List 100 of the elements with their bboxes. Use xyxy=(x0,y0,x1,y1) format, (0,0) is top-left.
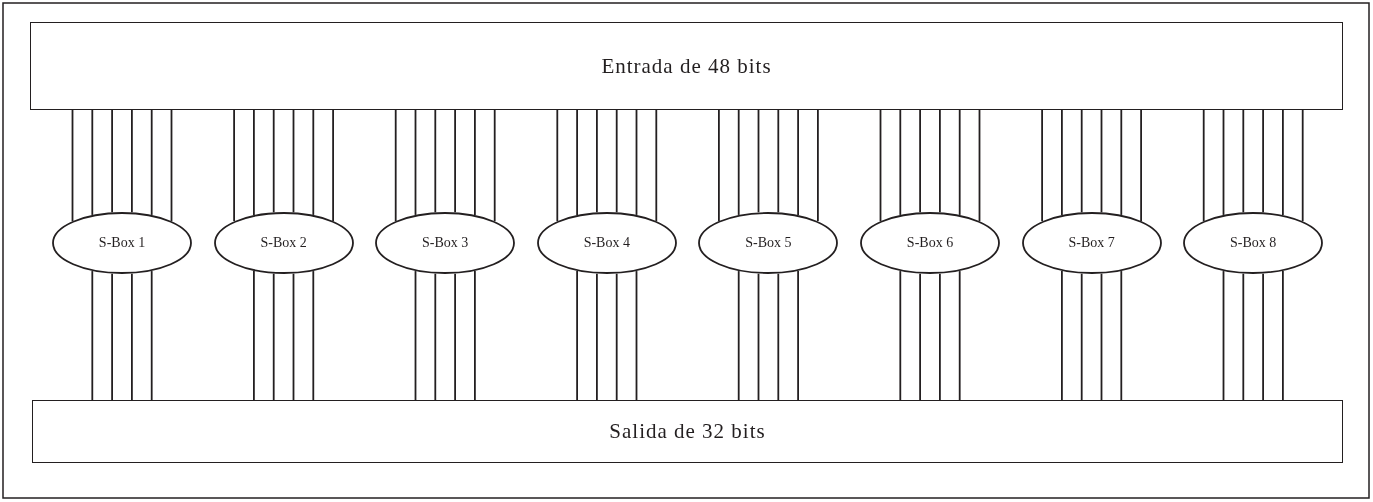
connector-line xyxy=(150,109,153,216)
node-label: S-Box 8 xyxy=(1230,235,1277,251)
connector-line xyxy=(474,270,476,401)
connector-line xyxy=(655,109,658,222)
bus-box xyxy=(32,400,1343,463)
node-label: Entrada de 48 bits xyxy=(601,53,772,79)
node-label: S-Box 5 xyxy=(745,235,792,251)
connector-line xyxy=(434,109,437,214)
connector-line xyxy=(91,270,94,401)
s-box-ellipse xyxy=(536,212,677,274)
connector-line xyxy=(493,109,496,222)
connector-line xyxy=(556,109,559,222)
connector-line xyxy=(777,272,780,401)
connector-line xyxy=(292,109,295,214)
connector-line xyxy=(737,270,740,401)
s-box-ellipse xyxy=(375,212,516,274)
connector-line xyxy=(1100,109,1103,214)
connector-line xyxy=(454,272,456,401)
connector-line xyxy=(454,109,456,214)
connector-line xyxy=(1140,109,1142,222)
connector-line xyxy=(919,272,921,401)
node-label: S-Box 7 xyxy=(1068,235,1115,251)
connector-line xyxy=(394,109,397,222)
s-box-ellipse xyxy=(52,212,192,274)
connector-line xyxy=(91,109,94,216)
node-label: S-Box 4 xyxy=(583,235,630,251)
connector-line xyxy=(596,272,598,401)
connector-line xyxy=(797,270,799,401)
connector-line xyxy=(615,272,618,401)
connector-line xyxy=(919,109,921,214)
connector-line xyxy=(272,109,275,214)
connector-line xyxy=(1282,270,1284,401)
connector-line xyxy=(1061,109,1063,216)
connector-line xyxy=(131,109,133,214)
connector-line xyxy=(233,109,235,222)
connector-line xyxy=(312,109,315,216)
connector-line xyxy=(1222,109,1225,216)
bus-box xyxy=(30,22,1343,110)
connector-line xyxy=(111,272,113,401)
connector-line xyxy=(414,109,417,216)
connector-line xyxy=(71,109,74,222)
connector-line xyxy=(635,109,638,216)
connector-line xyxy=(635,270,638,401)
connector-line xyxy=(978,109,981,222)
connector-line xyxy=(817,109,819,222)
connector-line xyxy=(939,272,941,401)
connector-line xyxy=(939,109,941,214)
connector-line xyxy=(474,109,476,216)
s-box-ellipse xyxy=(860,212,1000,274)
connector-line xyxy=(1262,109,1264,214)
connector-line xyxy=(111,109,113,214)
connector-line xyxy=(1100,272,1103,401)
connector-line xyxy=(1080,109,1083,214)
connector-line xyxy=(797,109,799,216)
connector-line xyxy=(1120,109,1123,216)
s-box-ellipse xyxy=(1021,212,1162,274)
connector-line xyxy=(615,109,618,214)
connector-line xyxy=(596,109,598,214)
connector-line xyxy=(899,270,902,401)
connector-line xyxy=(576,270,578,401)
connector-line xyxy=(1061,270,1063,401)
connector-line xyxy=(272,272,275,401)
connector-line xyxy=(1120,270,1123,401)
connector-line xyxy=(131,272,133,401)
node-label: S-Box 1 xyxy=(98,235,146,251)
node-label: S-Box 2 xyxy=(260,235,307,251)
connector-line xyxy=(757,109,760,214)
connector-line xyxy=(1041,109,1043,222)
s-box-ellipse xyxy=(1183,212,1324,274)
connector-line xyxy=(1202,109,1205,222)
s-box-ellipse xyxy=(698,212,839,274)
connector-line xyxy=(958,270,961,401)
connector-line xyxy=(253,270,255,401)
connector-line xyxy=(757,272,760,401)
connector-line xyxy=(1222,270,1225,401)
connector-line xyxy=(1080,272,1083,401)
connector-line xyxy=(718,109,720,222)
node-label: S-Box 3 xyxy=(422,235,469,251)
connector-line xyxy=(253,109,255,216)
connector-line xyxy=(312,270,315,401)
connector-line xyxy=(434,272,437,401)
connector-line xyxy=(899,109,902,216)
connector-line xyxy=(1242,272,1245,401)
node-label: Salida de 32 bits xyxy=(609,419,766,444)
connector-line xyxy=(576,109,578,216)
connector-line xyxy=(414,270,417,401)
connector-line xyxy=(150,270,153,401)
connector-line xyxy=(332,109,334,222)
connector-line xyxy=(1242,109,1245,214)
connector-line xyxy=(777,109,780,214)
connector-line xyxy=(1262,272,1264,401)
node-label: S-Box 6 xyxy=(906,235,954,251)
s-box-ellipse xyxy=(213,212,354,274)
connector-line xyxy=(879,109,882,222)
connector-line xyxy=(170,109,173,222)
connector-line xyxy=(1301,109,1304,222)
connector-line xyxy=(737,109,740,216)
connector-line xyxy=(958,109,961,216)
connector-line xyxy=(1282,109,1284,216)
connector-line xyxy=(292,272,295,401)
